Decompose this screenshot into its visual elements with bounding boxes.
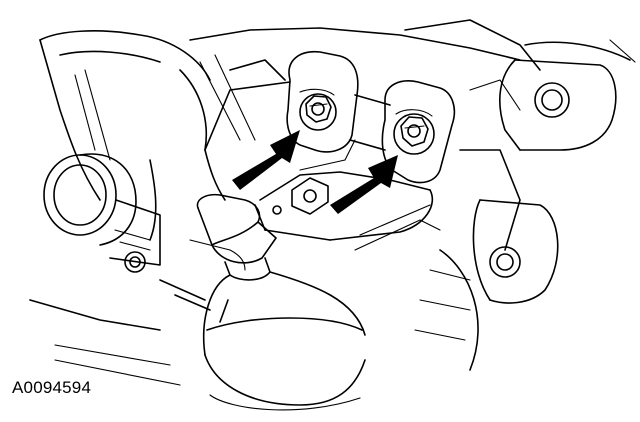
callout-arrow-middle: [330, 155, 398, 214]
mount-isolator: [196, 193, 366, 411]
housing-outline: [29, 19, 541, 386]
bolt-right: [393, 109, 435, 155]
bolt-left: [299, 88, 337, 131]
callout-arrow-left: [232, 130, 300, 190]
right-mount-bracket: [472, 39, 636, 304]
left-port-fitting: [43, 153, 161, 273]
figure-id-label: A0094594: [12, 378, 92, 397]
mount-bracket: [204, 51, 456, 241]
